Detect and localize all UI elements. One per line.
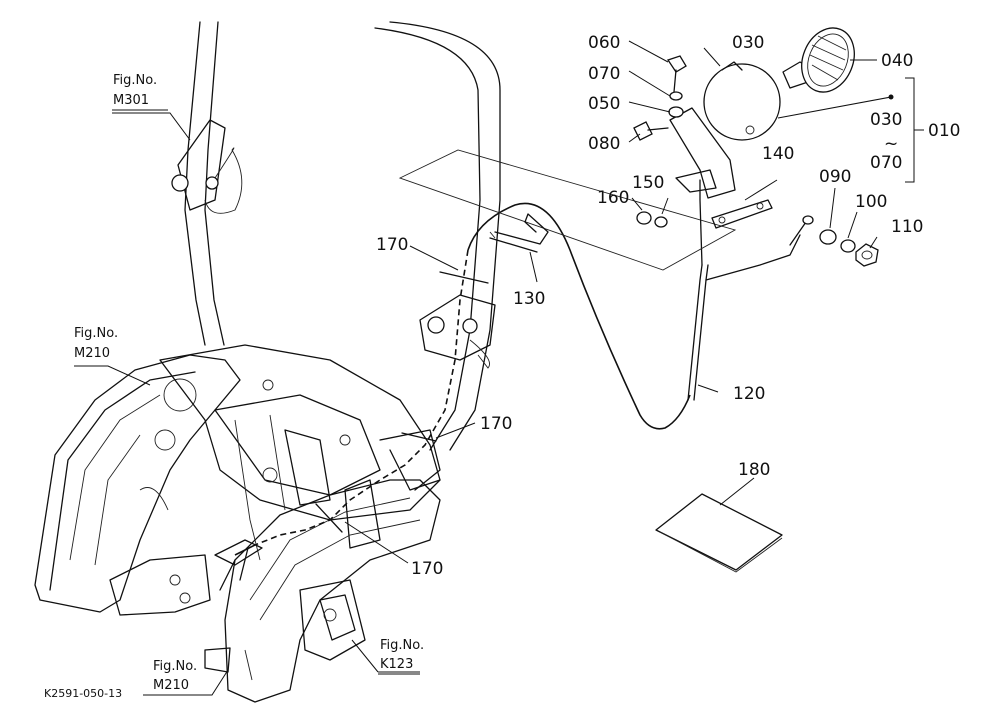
part-label-180: 180: [738, 460, 770, 480]
range-to: 070: [870, 153, 902, 173]
lamp-housing: [703, 63, 781, 141]
fig-ref-m210-left: Fig.No. M210: [74, 326, 118, 361]
center-chassis: [159, 344, 441, 591]
fig-ref-m301-line2: M301: [113, 93, 149, 108]
range-tilde: ~: [884, 134, 898, 154]
manual-180: [655, 493, 783, 573]
part-label-010: 010: [928, 121, 960, 141]
fig-ref-m210-bottom: Fig.No. M210: [153, 659, 197, 693]
hinge-pin-right: [462, 318, 478, 334]
part-label-100: 100: [855, 192, 887, 212]
washer-090: [819, 229, 837, 245]
u-bolt-130: [489, 213, 549, 253]
strap-140: [711, 199, 773, 229]
part-label-070: 070: [588, 64, 620, 84]
fig-ref-m210-left-line1: Fig.No.: [74, 326, 118, 341]
cable-clamp-upper: [439, 271, 489, 284]
drawing-code: K2591-050-13: [44, 687, 122, 700]
part-label-150: 150: [632, 173, 664, 193]
part-label-170-lower: 170: [411, 559, 443, 579]
part-label-160: 160: [597, 188, 629, 208]
nut-110: [855, 243, 879, 267]
nut-160: [636, 211, 652, 225]
part-label-040: 040: [881, 51, 913, 71]
leader-lines: [74, 40, 924, 696]
part-label-130: 130: [513, 289, 545, 309]
washer-070: [669, 91, 683, 101]
left-fender: [34, 354, 241, 616]
bolt-060: [666, 55, 687, 73]
cable-clamp-lower: [315, 503, 343, 533]
part-label-090: 090: [819, 167, 851, 187]
wire-harness: [234, 179, 801, 556]
part-label-140: 140: [762, 144, 794, 164]
part-label-060: 060: [588, 33, 620, 53]
part-label-050: 050: [588, 94, 620, 114]
part-label-110: 110: [891, 217, 923, 237]
range-from: 030: [870, 110, 902, 130]
rops-frame: [171, 21, 501, 451]
bolt-080: [633, 121, 653, 141]
hinge-bolt-left: [171, 174, 189, 192]
fig-ref-m210-bottom-line1: Fig.No.: [153, 659, 197, 674]
washer-150: [654, 216, 668, 228]
cable-clamp-middle: [401, 432, 437, 442]
fig-ref-k123-line2: K123: [380, 657, 413, 672]
washer-050: [668, 106, 684, 118]
lamp-bracket: [669, 107, 736, 199]
part-label-030: 030: [732, 33, 764, 53]
fig-ref-k123-line1: Fig.No.: [380, 638, 424, 653]
part-label-120: 120: [733, 384, 765, 404]
part-label-170-middle: 170: [480, 414, 512, 434]
fig-ref-m210-bottom-line2: M210: [153, 678, 189, 693]
fig-ref-m301: Fig.No. M301: [113, 73, 157, 108]
washer-100: [840, 239, 856, 253]
hinge-bolt-right: [427, 316, 445, 334]
fig-ref-k123: Fig.No. K123: [380, 638, 424, 672]
mounting-plane: [398, 149, 737, 271]
fig-ref-m301-line1: Fig.No.: [113, 73, 157, 88]
right-fender: [204, 479, 441, 703]
part-label-170-upper: 170: [376, 235, 408, 255]
part-label-080: 080: [588, 134, 620, 154]
work-light: [633, 27, 879, 267]
fig-ref-m210-left-line2: M210: [74, 346, 110, 361]
hinge-pin-left: [205, 176, 219, 190]
